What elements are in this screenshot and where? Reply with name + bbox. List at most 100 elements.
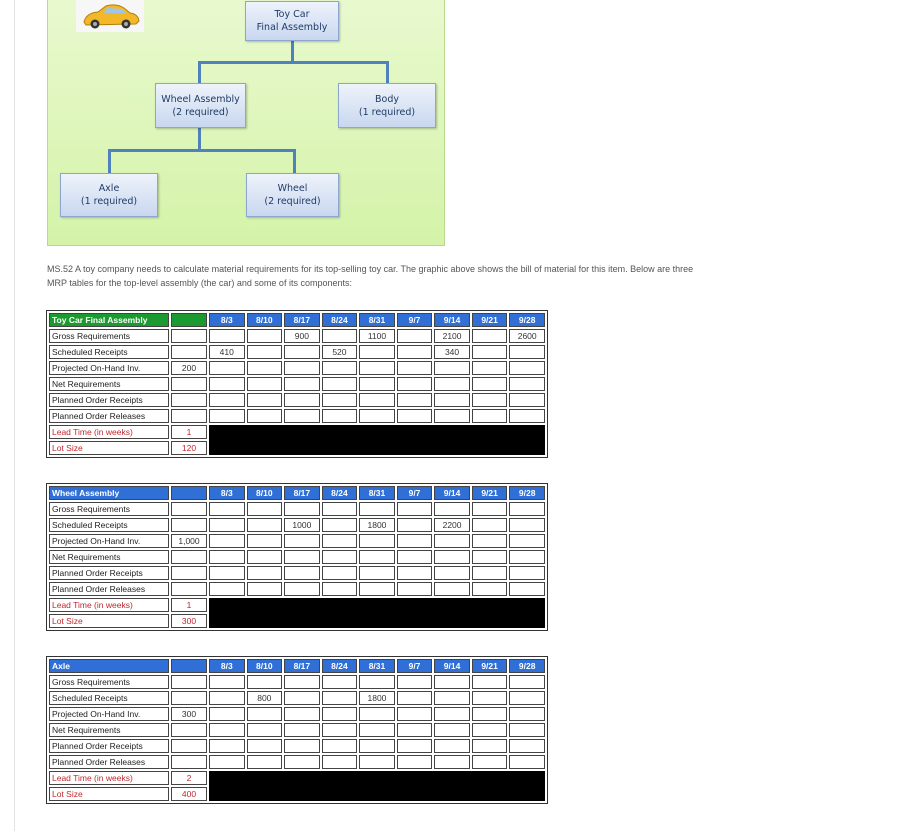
por-receipt-cell[interactable] [434, 393, 470, 407]
gross-cell[interactable] [209, 502, 245, 516]
gross-cell[interactable] [434, 502, 470, 516]
on-hand-cell[interactable] [434, 707, 470, 721]
on-hand-cell[interactable] [471, 707, 508, 721]
net-cell[interactable] [434, 550, 470, 564]
por-release-cell[interactable] [434, 409, 470, 423]
on-hand-cell[interactable] [396, 707, 433, 721]
net-cell[interactable] [434, 377, 470, 391]
gross-cell[interactable] [434, 675, 470, 689]
por-release-cell[interactable] [471, 755, 508, 769]
scheduled-cell[interactable] [396, 345, 433, 359]
gross-cell[interactable] [209, 675, 245, 689]
scheduled-cell[interactable]: 2200 [434, 518, 470, 532]
gross-cell[interactable] [209, 329, 245, 343]
net-cell[interactable] [509, 723, 545, 737]
inv-cell[interactable] [171, 755, 207, 769]
por-release-cell[interactable] [209, 409, 245, 423]
por-release-cell[interactable] [209, 755, 245, 769]
por-release-cell[interactable] [284, 755, 320, 769]
on-hand-cell[interactable] [359, 707, 395, 721]
scheduled-cell[interactable] [471, 691, 508, 705]
por-receipt-cell[interactable] [396, 393, 433, 407]
gross-cell[interactable]: 1100 [359, 329, 395, 343]
inv-cell[interactable] [171, 409, 207, 423]
initial-on-hand[interactable]: 200 [171, 361, 207, 375]
on-hand-cell[interactable] [284, 361, 320, 375]
por-receipt-cell[interactable] [284, 393, 320, 407]
por-receipt-cell[interactable] [509, 739, 545, 753]
scheduled-cell[interactable] [396, 518, 433, 532]
net-cell[interactable] [246, 550, 283, 564]
scheduled-cell[interactable]: 520 [321, 345, 358, 359]
gross-cell[interactable] [284, 675, 320, 689]
on-hand-cell[interactable] [359, 534, 395, 548]
scheduled-cell[interactable] [209, 518, 245, 532]
por-release-cell[interactable] [359, 409, 395, 423]
scheduled-cell[interactable] [321, 691, 358, 705]
gross-cell[interactable] [246, 329, 283, 343]
inv-cell[interactable] [171, 675, 207, 689]
initial-on-hand[interactable]: 300 [171, 707, 207, 721]
net-cell[interactable] [396, 723, 433, 737]
net-cell[interactable] [359, 377, 395, 391]
on-hand-cell[interactable] [434, 534, 470, 548]
net-cell[interactable] [321, 377, 358, 391]
por-receipt-cell[interactable] [209, 566, 245, 580]
gross-cell[interactable] [509, 675, 545, 689]
por-receipt-cell[interactable] [471, 566, 508, 580]
inv-cell[interactable] [171, 393, 207, 407]
por-release-cell[interactable] [509, 409, 545, 423]
por-receipt-cell[interactable] [396, 739, 433, 753]
on-hand-cell[interactable] [471, 361, 508, 375]
scheduled-cell[interactable] [471, 518, 508, 532]
inv-cell[interactable] [171, 723, 207, 737]
inv-cell[interactable] [171, 518, 207, 532]
scheduled-cell[interactable]: 340 [434, 345, 470, 359]
por-release-cell[interactable] [246, 582, 283, 596]
por-receipt-cell[interactable] [284, 566, 320, 580]
por-release-cell[interactable] [359, 755, 395, 769]
gross-cell[interactable] [396, 329, 433, 343]
net-cell[interactable] [396, 377, 433, 391]
gross-cell[interactable] [246, 675, 283, 689]
on-hand-cell[interactable] [321, 361, 358, 375]
inv-cell[interactable] [171, 566, 207, 580]
por-receipt-cell[interactable] [359, 566, 395, 580]
net-cell[interactable] [246, 377, 283, 391]
on-hand-cell[interactable] [284, 534, 320, 548]
on-hand-cell[interactable] [396, 361, 433, 375]
por-receipt-cell[interactable] [209, 393, 245, 407]
on-hand-cell[interactable] [209, 534, 245, 548]
por-receipt-cell[interactable] [509, 393, 545, 407]
por-receipt-cell[interactable] [284, 739, 320, 753]
scheduled-cell[interactable] [359, 345, 395, 359]
scheduled-cell[interactable] [246, 345, 283, 359]
por-receipt-cell[interactable] [434, 739, 470, 753]
net-cell[interactable] [509, 550, 545, 564]
gross-cell[interactable] [471, 329, 508, 343]
scheduled-cell[interactable]: 410 [209, 345, 245, 359]
por-release-cell[interactable] [396, 755, 433, 769]
scheduled-cell[interactable]: 1800 [359, 518, 395, 532]
gross-cell[interactable] [359, 502, 395, 516]
gross-cell[interactable] [396, 502, 433, 516]
on-hand-cell[interactable] [359, 361, 395, 375]
net-cell[interactable] [321, 550, 358, 564]
net-cell[interactable] [471, 377, 508, 391]
on-hand-cell[interactable] [434, 361, 470, 375]
por-release-cell[interactable] [471, 582, 508, 596]
por-release-cell[interactable] [359, 582, 395, 596]
por-receipt-cell[interactable] [246, 739, 283, 753]
scheduled-cell[interactable] [471, 345, 508, 359]
net-cell[interactable] [471, 550, 508, 564]
por-release-cell[interactable] [209, 582, 245, 596]
por-release-cell[interactable] [509, 755, 545, 769]
scheduled-cell[interactable] [321, 518, 358, 532]
net-cell[interactable] [246, 723, 283, 737]
gross-cell[interactable] [321, 675, 358, 689]
net-cell[interactable] [359, 550, 395, 564]
inv-cell[interactable] [171, 739, 207, 753]
por-receipt-cell[interactable] [359, 739, 395, 753]
on-hand-cell[interactable] [321, 534, 358, 548]
gross-cell[interactable]: 2600 [509, 329, 545, 343]
